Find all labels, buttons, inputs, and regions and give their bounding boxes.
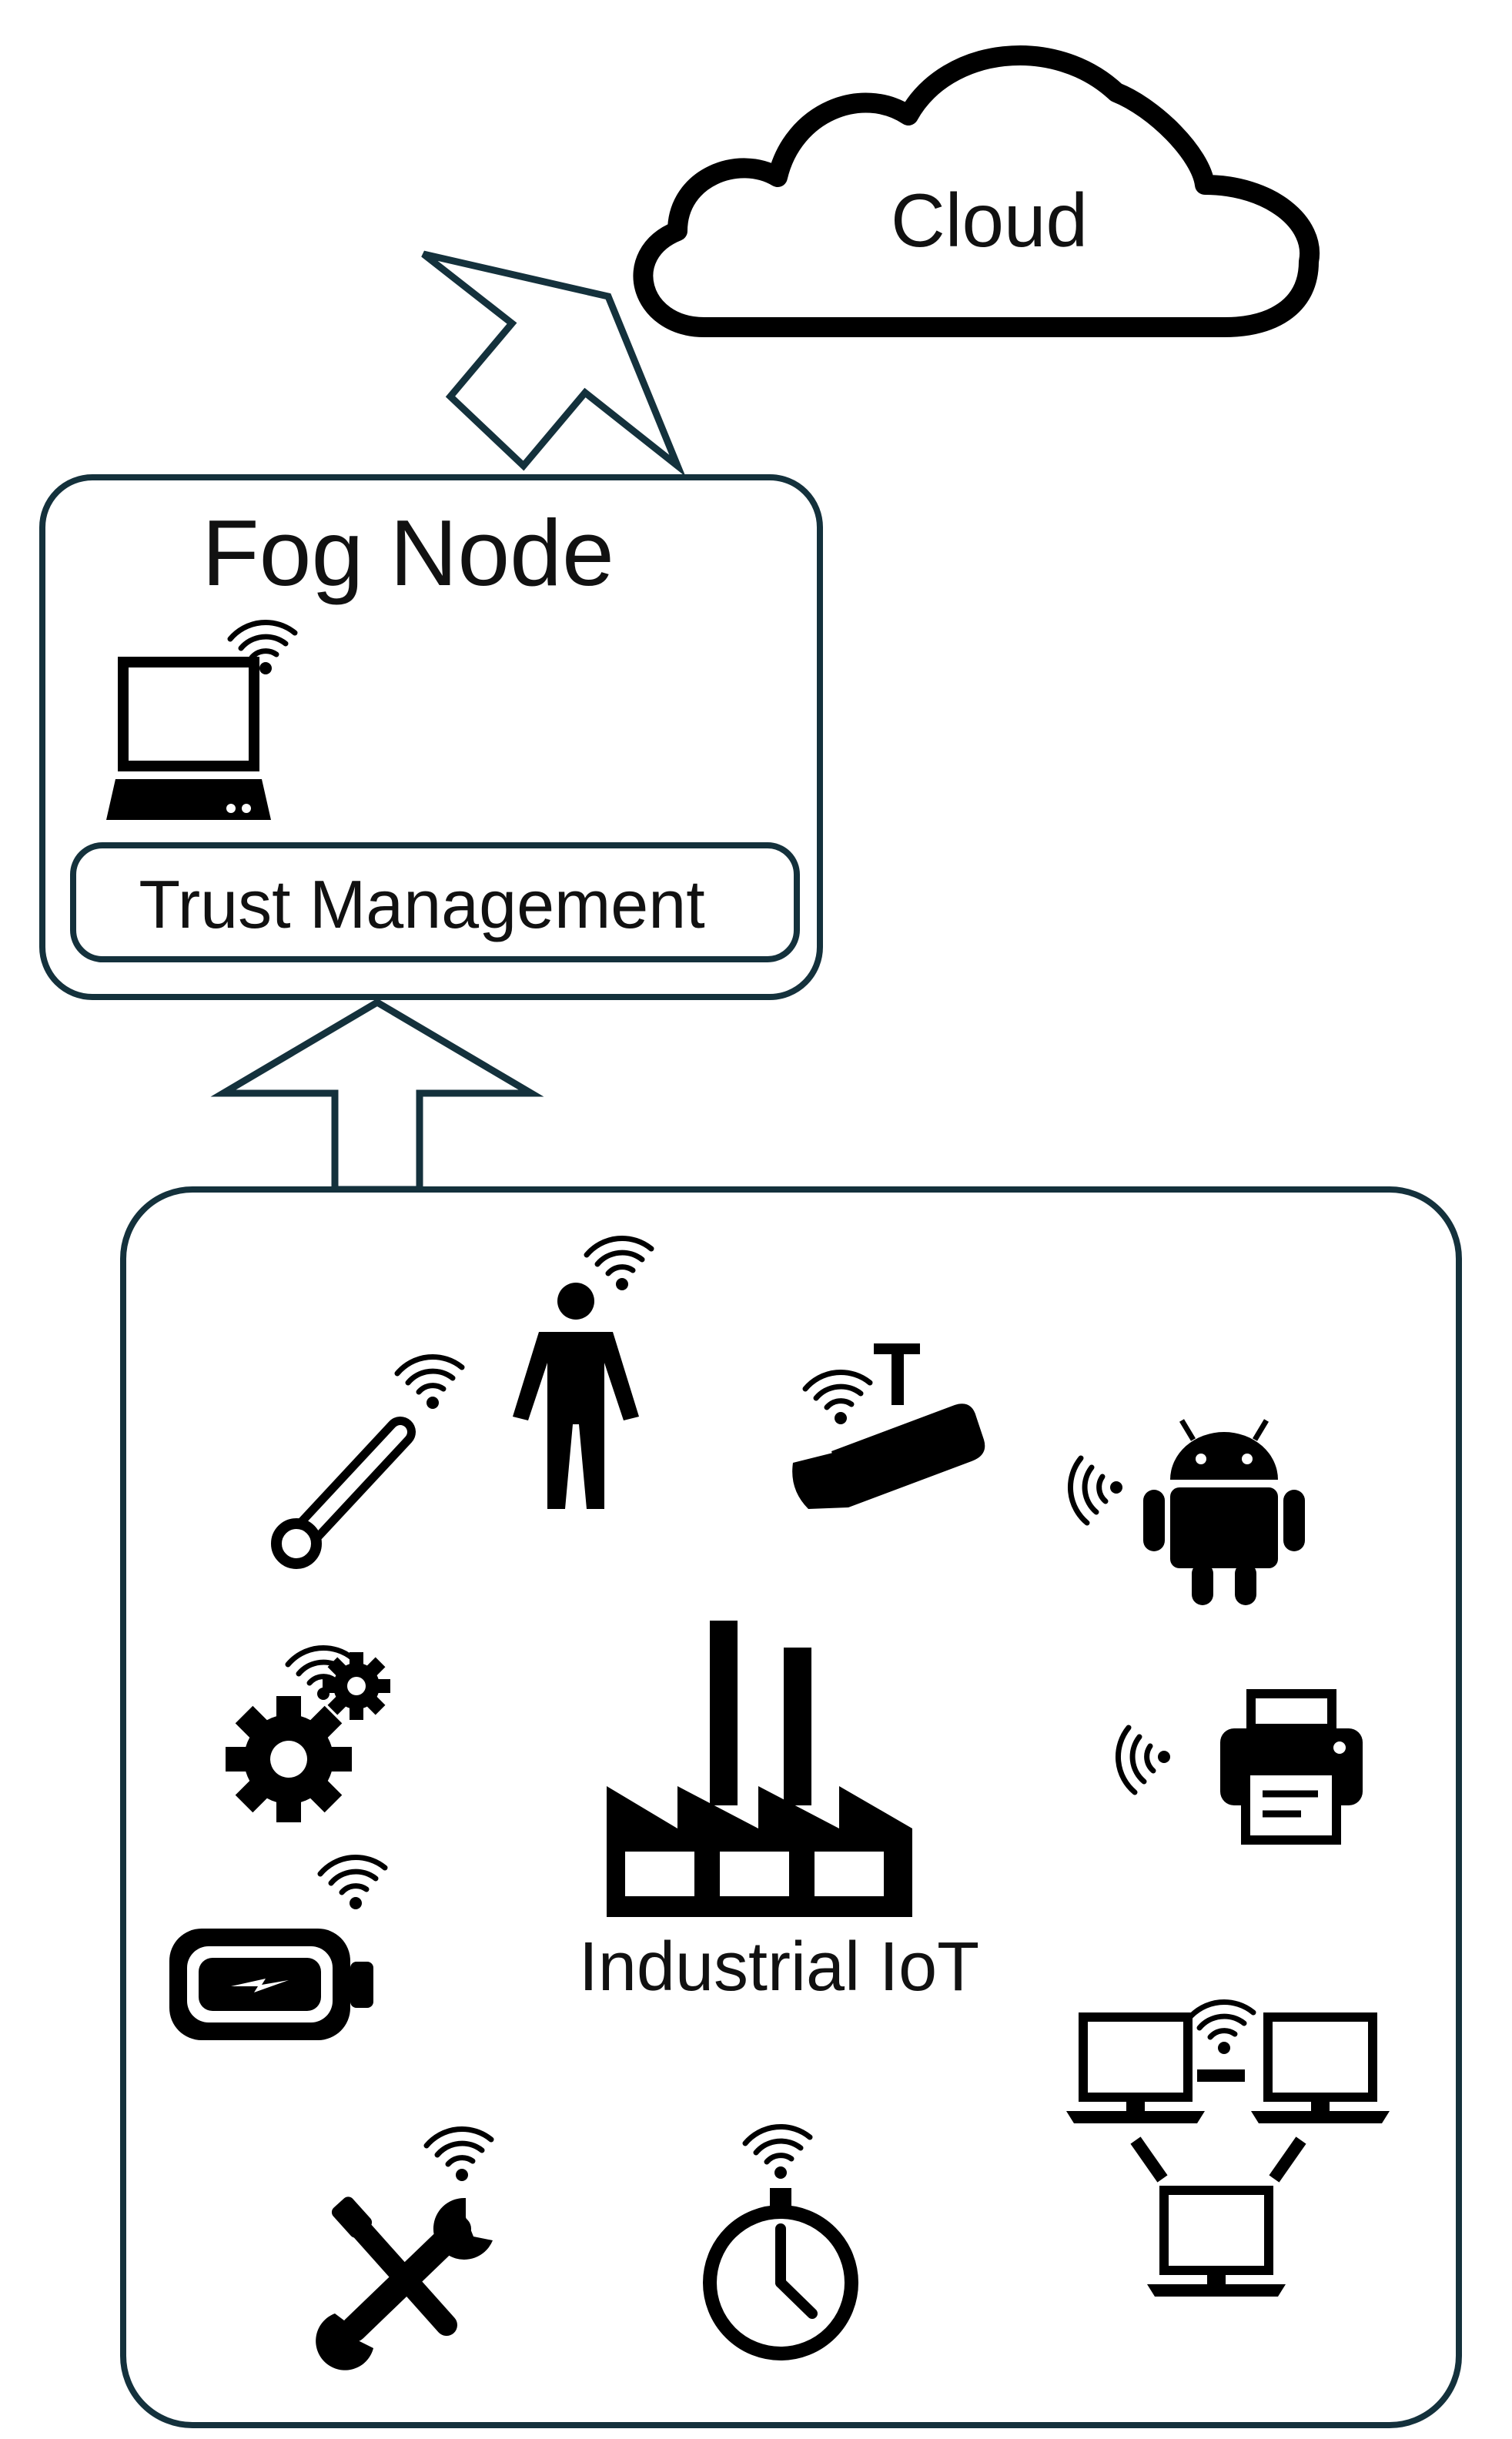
tools-icon bbox=[316, 2196, 493, 2370]
industrial-iot-label: Industrial IoT bbox=[579, 1929, 979, 2006]
stopwatch-icon bbox=[703, 2188, 858, 2360]
security-camera-icon bbox=[792, 1343, 985, 1509]
android-icon bbox=[1143, 1419, 1305, 1605]
networked-computers-icon bbox=[1066, 2017, 1390, 2297]
printer-icon bbox=[1220, 1689, 1363, 1845]
fog-to-cloud-arrow bbox=[421, 250, 686, 477]
cloud-label: Cloud bbox=[891, 178, 1088, 263]
person-icon bbox=[513, 1283, 639, 1509]
thermometer-icon bbox=[271, 1417, 416, 1569]
fog-node-title: Fog Node bbox=[202, 500, 614, 605]
gears-icon bbox=[226, 1652, 390, 1822]
cloud-shape bbox=[633, 45, 1320, 337]
iiot-to-fog-arrow bbox=[210, 998, 544, 1193]
laptop-icon bbox=[106, 657, 271, 820]
battery-icon bbox=[169, 1929, 373, 2040]
trust-management-label: Trust Management bbox=[139, 866, 704, 942]
factory-icon bbox=[607, 1621, 912, 1917]
trust-management-box bbox=[70, 842, 800, 962]
